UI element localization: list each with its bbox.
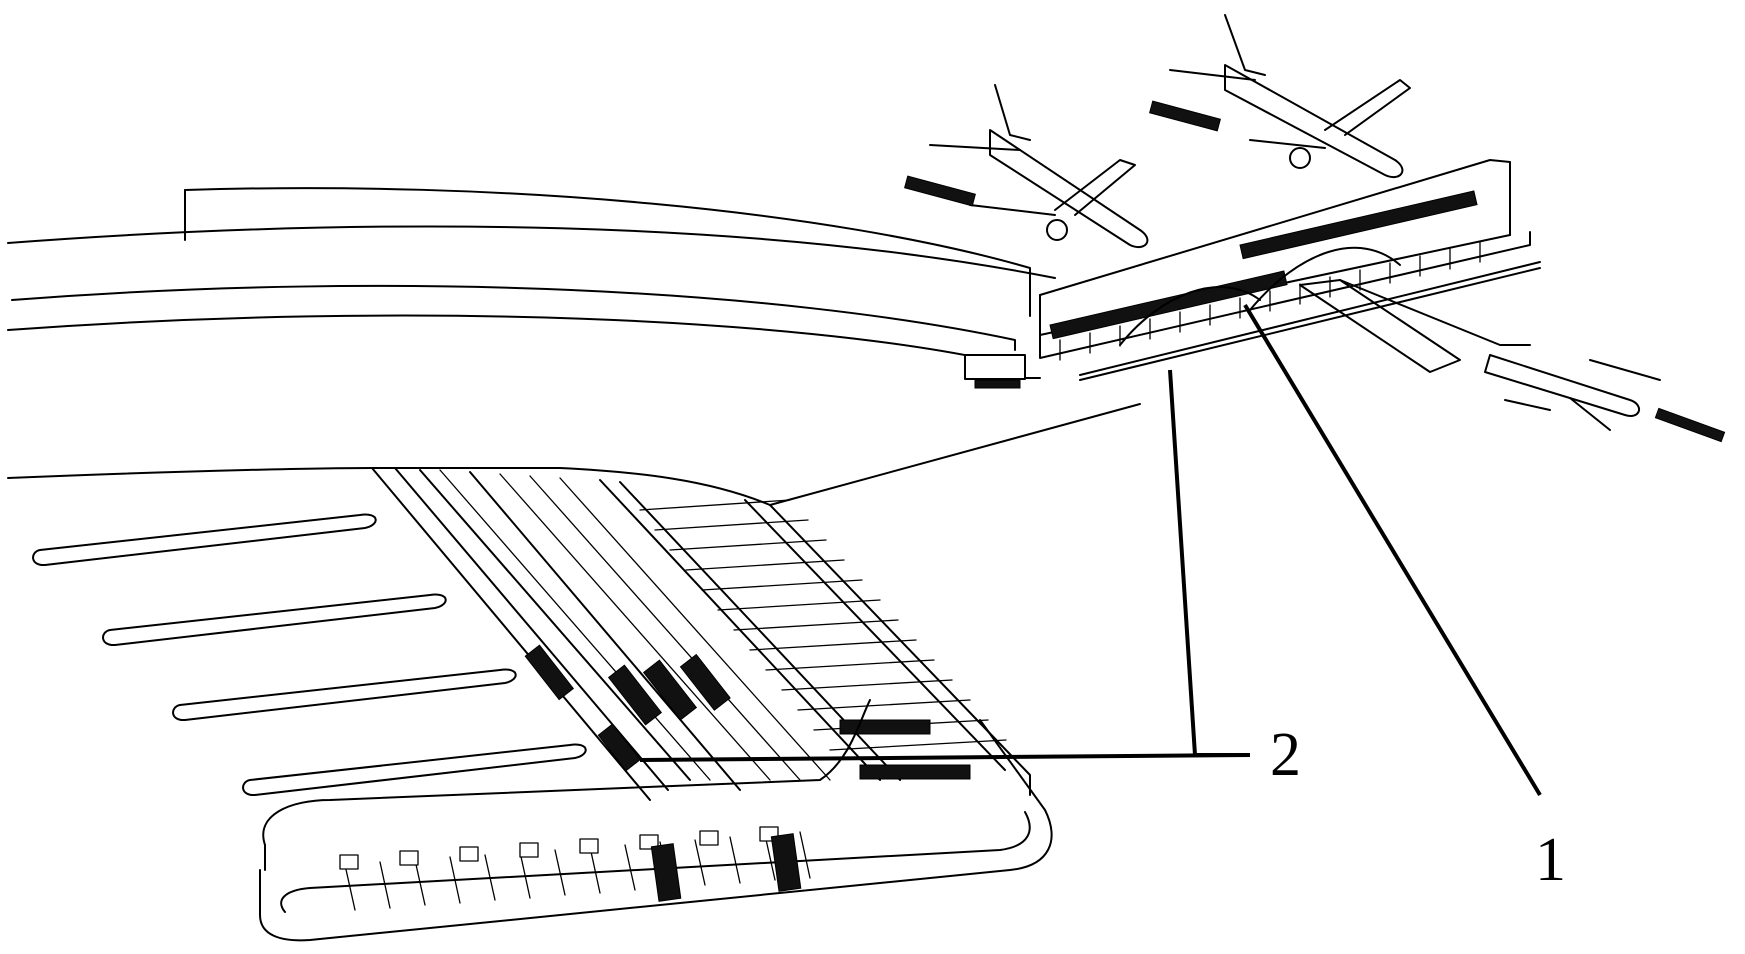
aircraft-remote	[1485, 355, 1725, 442]
leader-2-upper	[1170, 370, 1250, 755]
callout-1: 1	[1535, 826, 1566, 894]
leader-2-lower	[640, 755, 1250, 760]
callout-2: 2	[1270, 721, 1301, 789]
rail-station-loop	[260, 700, 1052, 940]
terminal-building	[8, 188, 1055, 378]
aircraft-left	[905, 85, 1148, 247]
aircraft-right	[1150, 15, 1410, 177]
curbside-drives	[33, 515, 586, 795]
ground-transport-center	[8, 404, 1140, 800]
platform-ribs	[640, 500, 1006, 750]
